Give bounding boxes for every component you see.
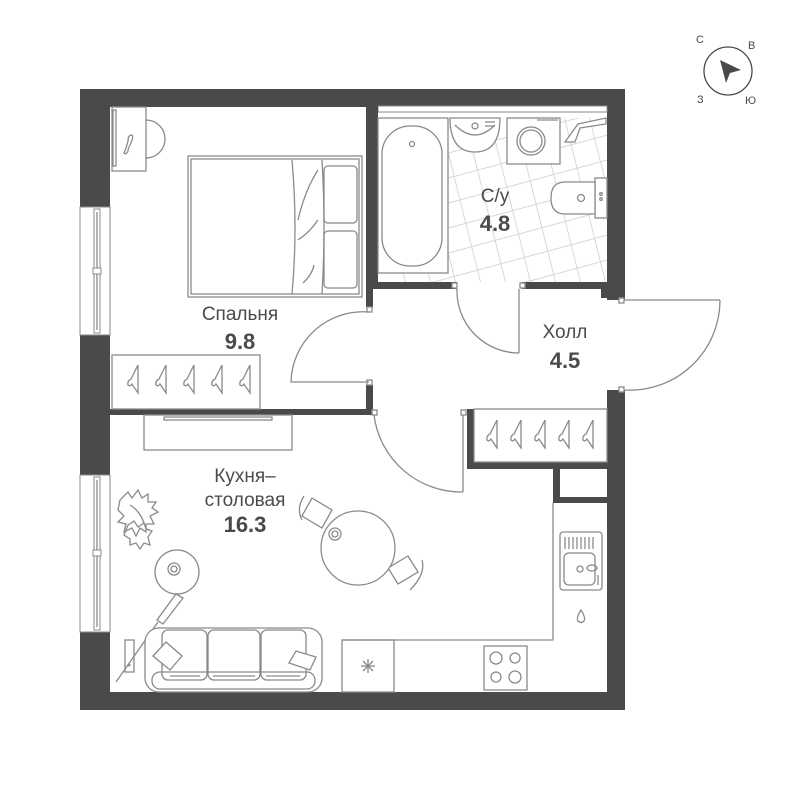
- wardrobe-hall: [473, 408, 608, 463]
- washbasin: [449, 117, 501, 153]
- sofa: [144, 627, 323, 693]
- door-bedroom: [290, 311, 370, 383]
- compass-icon: [703, 46, 753, 96]
- dining-table: [298, 495, 424, 591]
- door-entrance: [624, 299, 721, 391]
- compass-north-label: С: [696, 34, 704, 46]
- shelf-bathroom: [563, 117, 607, 143]
- socket: [124, 639, 135, 673]
- window-kitchen: [79, 474, 111, 633]
- plant: [116, 488, 160, 551]
- walls: [80, 89, 625, 710]
- room-name-hall: Холл: [542, 322, 588, 343]
- bathtub: [377, 117, 449, 274]
- compass-south-label: Ю: [745, 95, 757, 107]
- door-bathroom: [456, 288, 520, 354]
- bed: [187, 155, 363, 298]
- room-area-hall: 4.5: [549, 348, 581, 373]
- room-area-kitchen: 16.3: [223, 512, 267, 537]
- snowflake-icon: [361, 659, 375, 673]
- floor-lamp: [115, 549, 200, 683]
- tv-cabinet: [143, 414, 293, 451]
- compass-east-label: В: [748, 40, 756, 52]
- wardrobe-bedroom: [111, 354, 261, 410]
- dresser: [111, 106, 166, 172]
- compass-west-label: З: [697, 94, 704, 106]
- toilet: [550, 177, 608, 219]
- room-name-bedroom: Спальня: [201, 304, 279, 325]
- window-bedroom: [79, 206, 111, 336]
- room-area-bathroom: 4.8: [479, 211, 511, 236]
- room-name-kitchen-line2: столовая: [204, 490, 286, 511]
- washing-machine: [506, 117, 561, 165]
- kitchen-counter: [341, 503, 603, 693]
- room-area-bedroom: 9.8: [224, 329, 256, 354]
- door-kitchen: [373, 414, 464, 493]
- room-name-bathroom: С/у: [480, 186, 510, 207]
- room-name-kitchen-line1: Кухня–: [214, 466, 276, 487]
